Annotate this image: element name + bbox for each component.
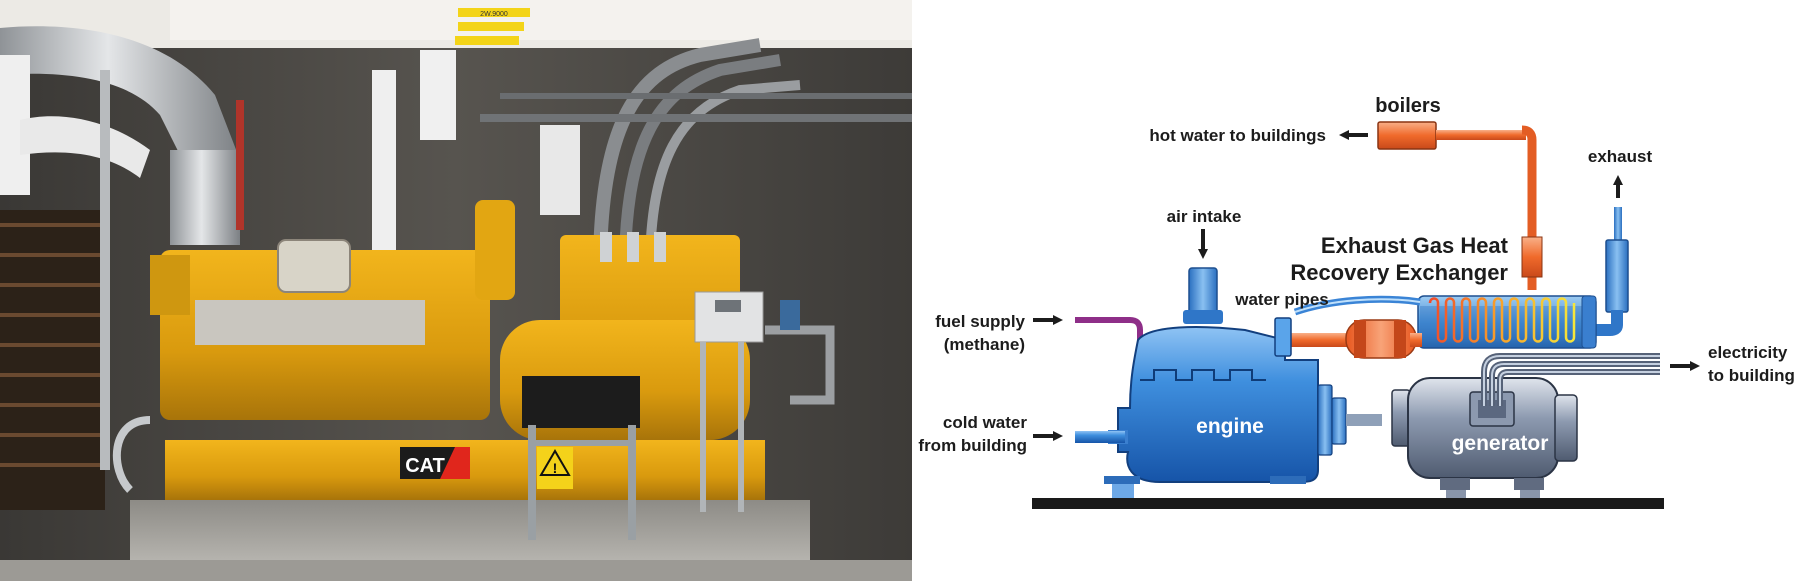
warning-sign: ! — [537, 447, 573, 489]
fuel-supply-label-line2: (methane) — [944, 335, 1025, 354]
electricity-label-line1: electricity — [1708, 343, 1788, 362]
air-intake — [1183, 267, 1223, 324]
electricity-label-line2: to building — [1708, 366, 1795, 385]
cat-logo-text: CAT — [405, 455, 445, 477]
photo-illustration: 2W.9000 CAT — [0, 0, 912, 581]
heat-exchanger — [1417, 295, 1597, 349]
engine-label: engine — [1196, 415, 1264, 438]
engine — [1095, 317, 1382, 498]
fuel-supply-label-line1: fuel supply — [935, 312, 1025, 331]
generator-photo: 2W.9000 CAT — [0, 0, 912, 581]
warning-glyph: ! — [553, 460, 558, 476]
cat-logo: CAT — [400, 447, 470, 479]
exhaust-stack — [1590, 207, 1629, 336]
ceiling-tag-label: 2W.9000 — [480, 11, 508, 18]
water-pipes-label: water pipes — [1234, 290, 1329, 309]
cold-water-pipe — [1075, 431, 1125, 443]
boiler-unit — [1377, 121, 1543, 290]
wall-louvers — [0, 210, 105, 510]
ground-bar — [1032, 498, 1664, 509]
generator-label: generator — [1452, 432, 1549, 455]
air-intake-label: air intake — [1167, 207, 1242, 226]
heat-exchanger-label-line2: Recovery Exchanger — [1290, 260, 1508, 285]
fuel-line — [1075, 317, 1143, 342]
chp-diagram-canvas: boilers hot water to buildings exhaust E… — [918, 95, 1795, 509]
hot-water-label: hot water to buildings — [1149, 126, 1326, 145]
chp-diagram: boilers hot water to buildings exhaust E… — [912, 0, 1818, 581]
electricity-cables — [1481, 353, 1660, 406]
water-pipes — [1290, 295, 1422, 359]
boilers-label: boilers — [1375, 95, 1441, 117]
cold-water-label-line1: cold water — [943, 413, 1027, 432]
cold-water-label-line2: from building — [918, 436, 1027, 455]
exhaust-label: exhaust — [1588, 147, 1653, 166]
heat-exchanger-label-line1: Exhaust Gas Heat — [1321, 233, 1509, 258]
